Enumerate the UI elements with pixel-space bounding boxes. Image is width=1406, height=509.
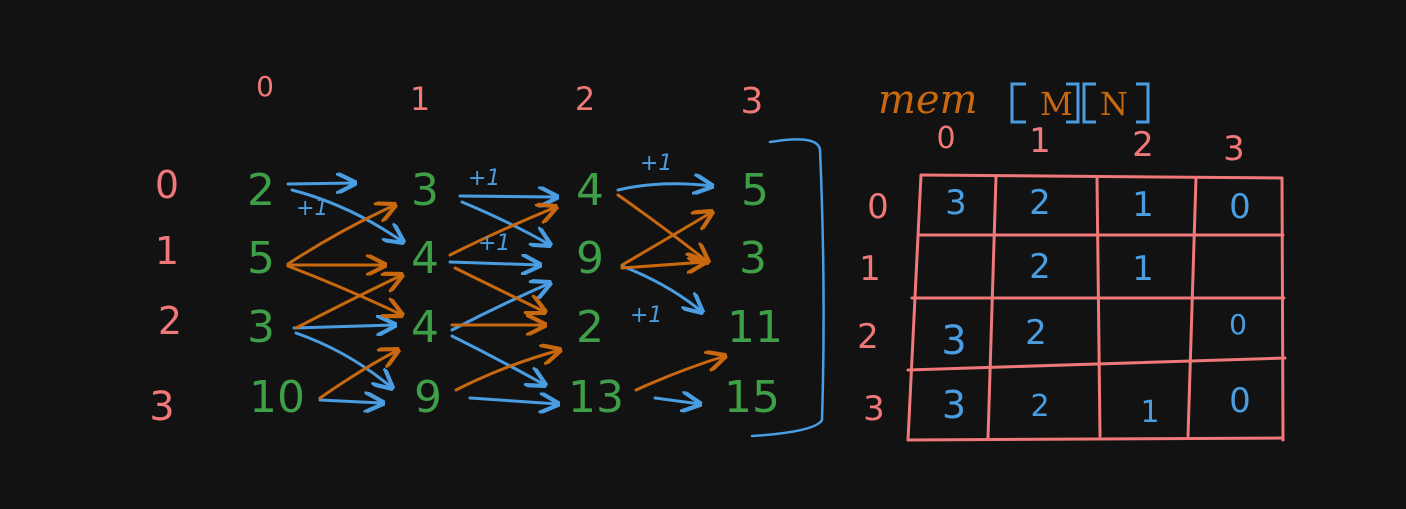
grid-row-labels: 0 1 2 3 bbox=[149, 163, 182, 430]
plus-one-annotations: +1 +1 +1 +1 +1 bbox=[296, 151, 672, 328]
grid-row-label-3: 3 bbox=[149, 384, 174, 430]
memo-cell-1-2: 1 bbox=[1132, 249, 1154, 289]
memo-row-label-2: 2 bbox=[857, 317, 879, 357]
memo-dim-m: M bbox=[1040, 85, 1073, 123]
blue-arrows bbox=[286, 183, 712, 404]
grid-cell-2-0: 3 bbox=[247, 302, 275, 353]
memo-cell-3-3: 0 bbox=[1229, 381, 1251, 421]
grid-cell-3-3: 15 bbox=[724, 372, 780, 423]
memo-cell-3-2: 1 bbox=[1140, 395, 1159, 430]
memo-row-labels: 0 1 2 3 bbox=[857, 187, 889, 429]
memo-cell-1-1: 2 bbox=[1029, 247, 1051, 287]
arrow-blue bbox=[448, 262, 540, 265]
memo-cell-3-0: 3 bbox=[942, 383, 966, 427]
grid-cell-3-1: 9 bbox=[414, 372, 442, 423]
grid-col-label-2: 2 bbox=[575, 80, 595, 118]
grid-row-label-2: 2 bbox=[158, 299, 182, 343]
arrow-orange bbox=[454, 350, 560, 392]
memo-cell-0-3: 0 bbox=[1229, 187, 1251, 227]
grid-cell-1-0: 5 bbox=[247, 233, 275, 284]
grid-col-label-0: 0 bbox=[256, 70, 274, 103]
memo-cell-3-1: 2 bbox=[1030, 389, 1049, 424]
bracket-open-icon bbox=[1010, 82, 1026, 124]
memo-cell-0-2: 1 bbox=[1132, 185, 1154, 225]
arrow-blue bbox=[616, 184, 712, 190]
arrow-orange bbox=[286, 264, 402, 315]
grid-values: 2 3 4 5 5 4 9 3 3 4 2 11 10 9 13 15 bbox=[247, 165, 783, 423]
memo-row-label-0: 0 bbox=[867, 187, 889, 227]
memo-row-label-3: 3 bbox=[863, 389, 885, 429]
arrow-orange bbox=[616, 193, 708, 262]
grid-cell-1-3: 3 bbox=[739, 233, 767, 284]
grid-cell-2-1: 4 bbox=[411, 302, 439, 353]
bracket-close-icon bbox=[1136, 82, 1150, 124]
memo-title: mem M N bbox=[878, 77, 1150, 124]
arrow-blue bbox=[460, 200, 550, 245]
grid-cell-1-2: 9 bbox=[576, 233, 604, 284]
plus-one-label: +1 bbox=[640, 151, 672, 176]
memo-cell-0-0: 3 bbox=[945, 183, 967, 223]
grid-cell-2-2: 2 bbox=[576, 302, 604, 353]
grid-cell-0-3: 5 bbox=[741, 165, 769, 216]
memo-col-label-3: 3 bbox=[1223, 129, 1245, 169]
grid-cell-3-0: 10 bbox=[249, 372, 305, 423]
grid-cell-1-1: 4 bbox=[411, 233, 439, 284]
grid-row-label-1: 1 bbox=[155, 229, 179, 273]
memo-col-label-1: 1 bbox=[1029, 121, 1051, 161]
plus-one-label: +1 bbox=[478, 231, 510, 256]
arrow-orange bbox=[453, 266, 545, 312]
grid-column-labels: 0 1 2 3 bbox=[256, 70, 763, 122]
grid-col-label-3: 3 bbox=[741, 81, 764, 122]
grid-row-label-0: 0 bbox=[155, 163, 179, 207]
arrow-blue bbox=[286, 183, 355, 184]
bracket-close-icon bbox=[1066, 82, 1080, 124]
grid-cell-3-2: 13 bbox=[568, 372, 624, 423]
memo-dim-n: N bbox=[1100, 85, 1128, 123]
arrow-blue bbox=[450, 334, 545, 385]
grid-cell-0-2: 4 bbox=[576, 165, 604, 216]
bracket-open-icon bbox=[1082, 82, 1096, 124]
arrow-orange bbox=[620, 262, 705, 268]
arrow-orange bbox=[294, 275, 402, 330]
arrow-blue bbox=[468, 398, 558, 404]
grid-col-label-1: 1 bbox=[410, 80, 430, 118]
arrow-orange bbox=[620, 212, 712, 267]
memo-cell-0-1: 2 bbox=[1029, 183, 1051, 223]
grid-right-bracket bbox=[750, 138, 825, 438]
arrow-blue bbox=[294, 331, 392, 388]
memo-column-labels: 0 1 2 3 bbox=[936, 121, 1244, 169]
orange-arrows bbox=[286, 193, 725, 400]
plus-one-label: +1 bbox=[630, 303, 662, 328]
memo-table-grid bbox=[906, 173, 1287, 442]
memo-row-label-1: 1 bbox=[859, 249, 881, 289]
arrow-blue bbox=[620, 264, 702, 312]
arrow-blue bbox=[653, 398, 700, 404]
memo-cell-2-0: 3 bbox=[941, 318, 966, 364]
arrow-blue bbox=[290, 188, 403, 242]
grid-cell-0-0: 2 bbox=[247, 165, 275, 216]
arrow-blue bbox=[292, 325, 395, 328]
memo-values: 3 2 1 0 2 1 3 2 0 3 2 1 0 bbox=[941, 183, 1251, 430]
memo-cell-2-1: 2 bbox=[1025, 313, 1047, 353]
arrow-orange bbox=[318, 350, 398, 400]
memo-cell-2-3: 0 bbox=[1229, 308, 1247, 341]
arrow-blue bbox=[458, 196, 557, 197]
grid-cell-0-1: 3 bbox=[411, 165, 439, 216]
arrow-blue bbox=[318, 400, 383, 403]
arrow-orange bbox=[448, 207, 556, 257]
memo-col-label-0: 0 bbox=[936, 121, 955, 156]
grid-cell-2-3: 11 bbox=[727, 302, 783, 353]
plus-one-label: +1 bbox=[468, 166, 500, 191]
memo-name: mem bbox=[878, 77, 978, 123]
plus-one-label: +1 bbox=[296, 196, 328, 221]
memo-col-label-2: 2 bbox=[1132, 125, 1154, 165]
arrow-orange bbox=[286, 205, 395, 266]
arrow-orange bbox=[634, 356, 725, 392]
